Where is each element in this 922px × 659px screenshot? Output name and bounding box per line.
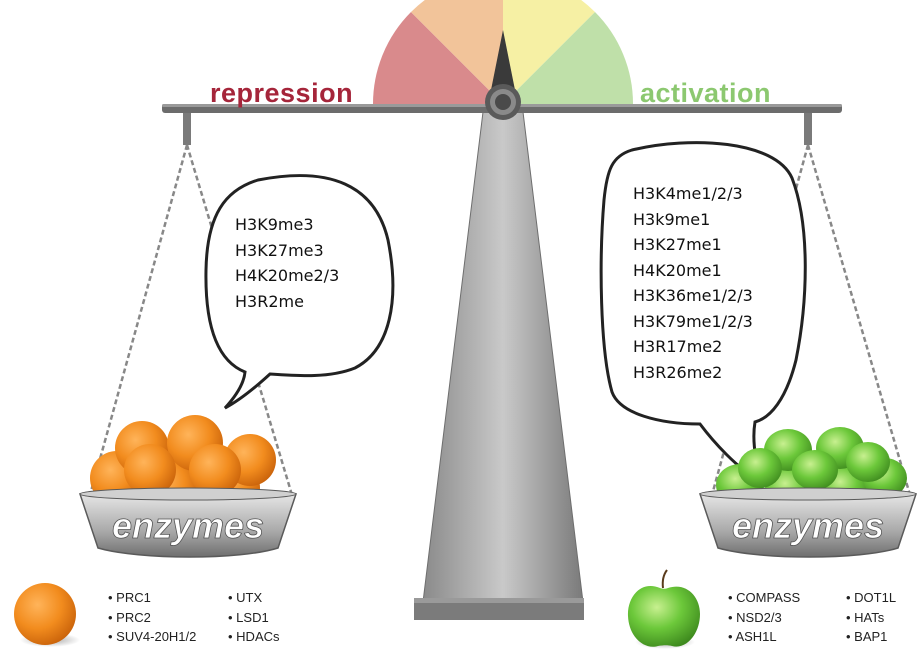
- gauge-needle: [489, 30, 517, 100]
- repression-enzymes-col1: PRC1 PRC2 SUV4-20H1/2: [108, 588, 196, 647]
- scale-post: [422, 111, 584, 603]
- activation-mark: H3R26me2: [633, 362, 723, 382]
- activation-enzymes-col2: DOT1L HATs BAP1: [846, 588, 896, 647]
- activation-mark: H3K79me1/2/3: [633, 311, 753, 331]
- enzymes-label-left: enzymes: [112, 505, 264, 546]
- activation-marks-list: H3K4me1/2/3 H3k9me1 H3K27me1 H4K20me1 H3…: [633, 181, 753, 385]
- scale-base: [414, 598, 584, 620]
- left-hanger: [183, 113, 191, 145]
- gauge-fan: [372, 0, 634, 104]
- left-pan: [78, 487, 298, 558]
- repression-label: repression: [210, 78, 353, 108]
- activation-label: activation: [640, 78, 771, 108]
- activation-mark: H3K4me1/2/3: [633, 184, 743, 203]
- activation-mark: H3k9me1: [633, 209, 711, 229]
- gauge-segment-orange: [411, 0, 503, 104]
- enzyme-item: PRC2: [108, 608, 196, 628]
- activation-mark: H3K36me1/2/3: [633, 286, 753, 305]
- enzyme-item: DOT1L: [846, 588, 896, 608]
- green-apple-icon: [627, 569, 700, 649]
- enzyme-item: NSD2/3: [728, 608, 800, 628]
- activation-enzymes-col1: COMPASS NSD2/3 ASH1L: [728, 588, 800, 647]
- gauge-segment-green: [503, 12, 634, 104]
- enzyme-item: HATs: [846, 608, 896, 628]
- repression-mark: H3K9me3: [235, 215, 314, 234]
- repression-marks-list: H3K9me3 H3K27me3 H4K20me2/3 H3R2me: [235, 212, 339, 314]
- activation-mark: H4K20me1: [633, 260, 722, 280]
- enzyme-item: ASH1L: [728, 627, 800, 647]
- activation-mark: H3R17me2: [633, 337, 723, 356]
- enzyme-item: HDACs: [228, 627, 279, 647]
- orange-fruit-icon: [14, 583, 80, 647]
- enzyme-item: SUV4-20H1/2: [108, 627, 196, 647]
- gauge-segment-yellow: [503, 0, 595, 104]
- speech-bubble-left: [204, 174, 395, 410]
- right-pan: [698, 487, 918, 558]
- enzyme-item: LSD1: [228, 608, 280, 628]
- enzyme-item: UTX: [228, 588, 280, 608]
- right-hanger: [804, 113, 812, 145]
- repression-mark: H3R2me: [235, 291, 304, 311]
- enzyme-item: COMPASS: [728, 588, 800, 608]
- activation-mark: H3K27me1: [633, 235, 722, 254]
- repression-mark: H3K27me3: [235, 240, 324, 260]
- repression-enzymes-col2: UTX LSD1 HDACs: [228, 588, 280, 647]
- enzyme-item: PRC1: [108, 588, 196, 608]
- gauge-segment-red: [372, 12, 503, 104]
- repression-mark: H4K20me2/3: [235, 266, 340, 285]
- enzyme-item: BAP1: [846, 627, 896, 647]
- enzymes-label-right: enzymes: [732, 505, 884, 546]
